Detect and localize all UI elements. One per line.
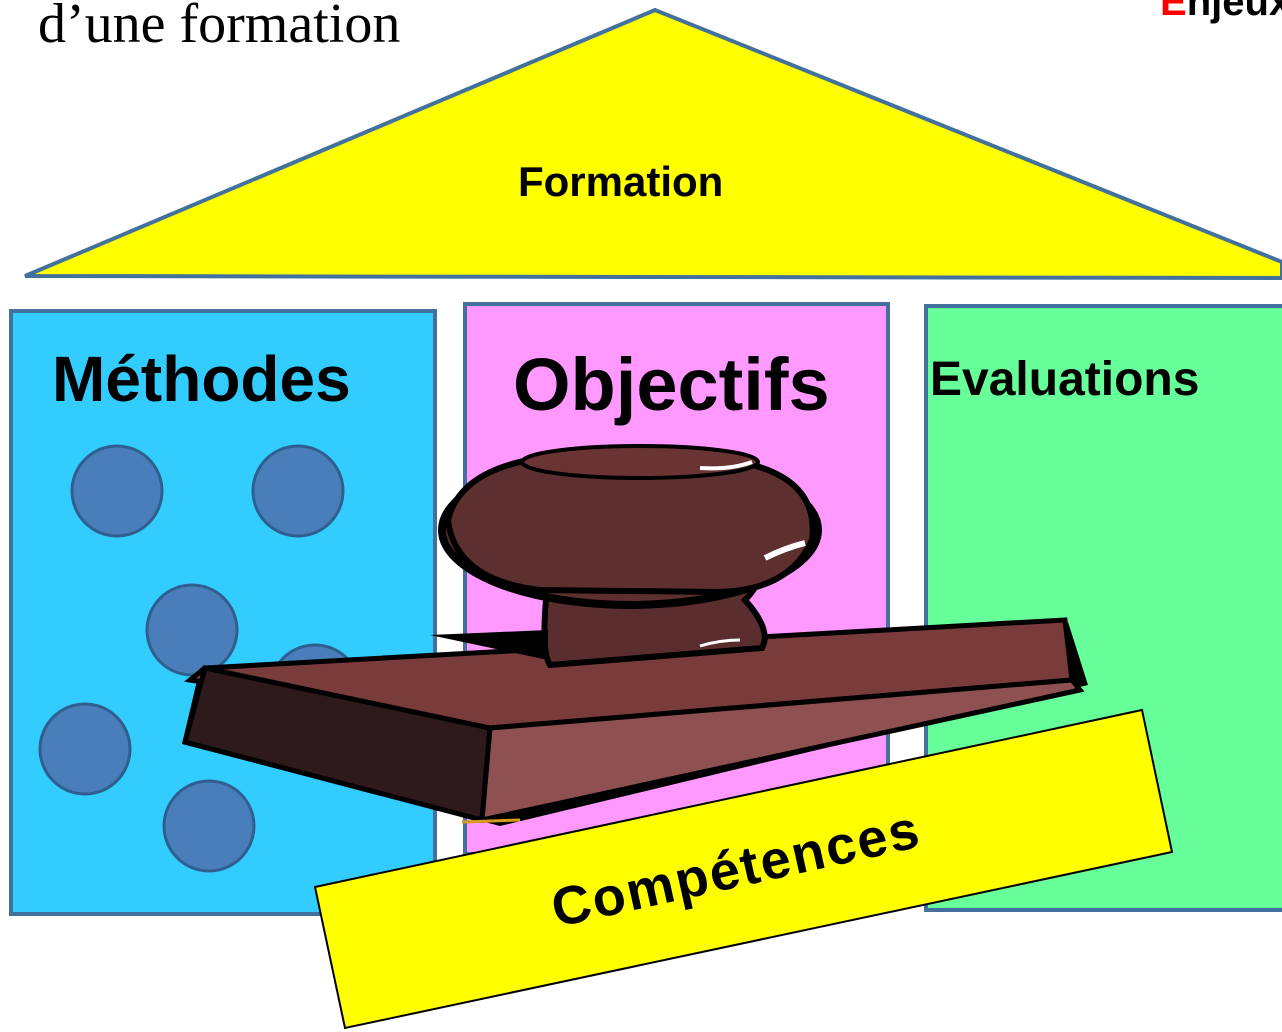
method-dot [145,583,239,677]
competences-banner [313,708,1174,1030]
corner-label-initial: E [1160,0,1187,24]
pillar-label-methodes: Méthodes [52,343,351,415]
corner-label-rest: njeux [1186,0,1282,24]
pillar-label-evaluations: Evaluations [930,353,1200,406]
roof-triangle [24,7,1282,281]
method-dot [162,779,256,873]
method-dot [38,702,132,796]
method-dot [251,444,345,538]
method-dot [70,444,164,538]
slide-title: d’une formation [38,0,401,55]
pillar-label-objectifs: Objectifs [513,343,830,426]
roof-label: Formation [518,158,724,205]
corner-label: Enjeux [1160,0,1282,25]
rubber-stamp-icon [181,444,1088,826]
